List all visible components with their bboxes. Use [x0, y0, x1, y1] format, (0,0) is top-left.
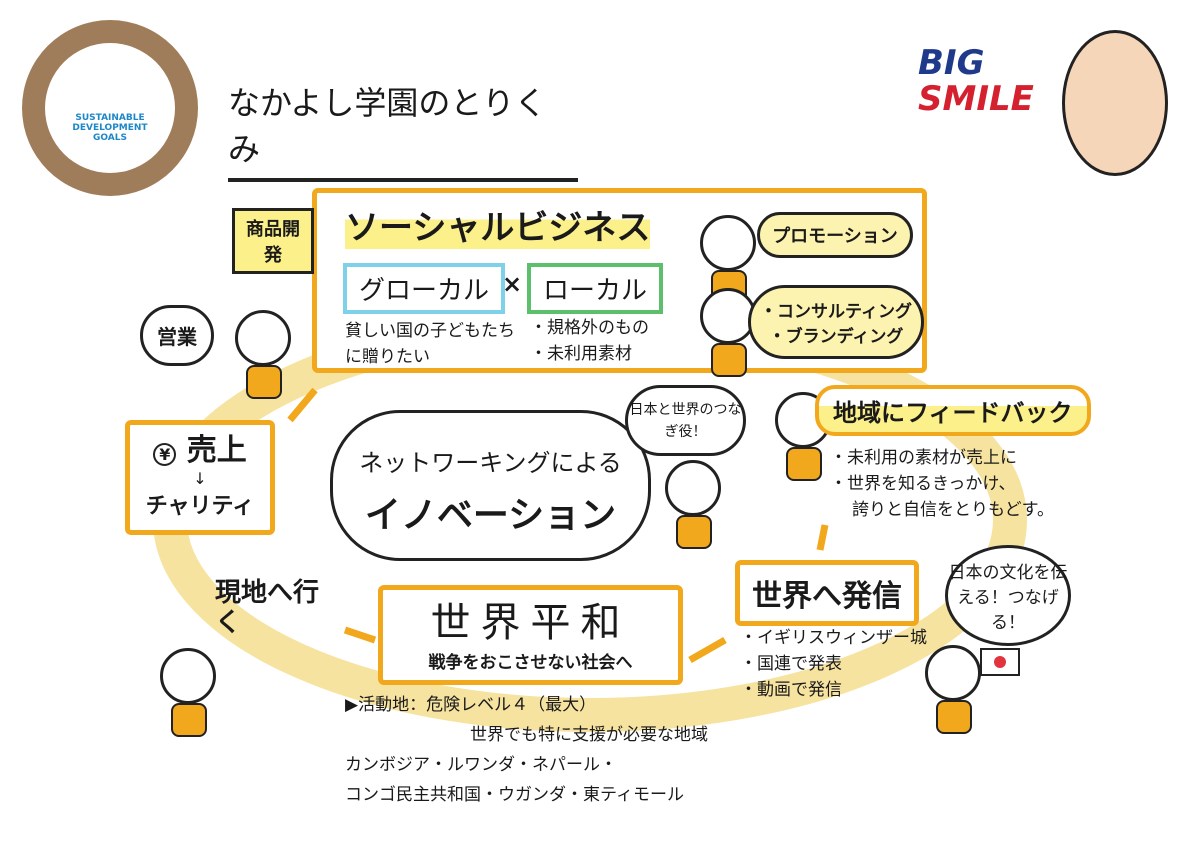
product-dev-tag: 商品開発: [232, 208, 314, 274]
character-icon: [235, 310, 291, 399]
social-business-title: ソーシャルビジネス: [345, 200, 651, 249]
promotion-bubble: プロモーション: [757, 212, 913, 258]
sales-box: ¥ 売上 ↓ チャリティ: [125, 420, 275, 535]
activity-area: ▶活動地：危険レベル４（最大） 世界でも特に支援が必要な地域 カンボジア・ルワン…: [345, 695, 708, 805]
go-local-label: 現地へ行く: [215, 578, 320, 638]
down-arrow-icon: ↓: [193, 469, 207, 488]
japan-flag-icon: [980, 648, 1020, 676]
portrait: [1062, 30, 1168, 176]
character-icon: [665, 460, 721, 549]
world-peace-box: 世界平和 戦争をおこさせない社会へ: [378, 585, 683, 685]
local-items: ・規格外のもの ・未利用素材: [530, 318, 649, 364]
feedback-title: 地域にフィードバック: [815, 385, 1091, 436]
character-icon: [925, 645, 981, 734]
character-icon: [700, 215, 756, 304]
character-icon: [160, 648, 216, 737]
yen-icon: ¥: [153, 443, 177, 466]
glocal-label: グローカル: [343, 263, 506, 314]
brand-logo: BIG SMILE: [918, 43, 1034, 119]
times: ×: [502, 270, 523, 298]
innovation-cloud: ネットワーキングによる イノベーション: [330, 410, 651, 561]
character-icon: [700, 288, 756, 377]
sdg-label: SUSTAINABLE DEVELOPMENT GOALS: [72, 113, 148, 143]
logo: SUSTAINABLE DEVELOPMENT GOALS: [22, 20, 198, 196]
culture-bubble: 日本の文化を伝える！つなげる！: [945, 545, 1071, 646]
page-title: なかよし学園のとりくみ: [228, 78, 578, 182]
consulting-bubble: ・コンサルティング ・ブランディング: [748, 285, 924, 359]
glocal-desc: 貧しい国の子どもたちに贈りたい: [345, 321, 515, 367]
sales-bubble: 営業: [140, 305, 214, 366]
local-label: ローカル: [527, 263, 664, 314]
broadcast-box: 世界へ発信: [735, 560, 919, 626]
broadcast-items: ・イギリスウィンザー城 ・国連で発表 ・動画で発信: [740, 628, 927, 700]
connector-bubble: 日本と世界のつなぎ役！: [625, 385, 746, 456]
feedback-items: ・未利用の素材が売上に ・世界を知るきっかけ、 誇りと自信をとりもどす。: [830, 448, 1054, 520]
